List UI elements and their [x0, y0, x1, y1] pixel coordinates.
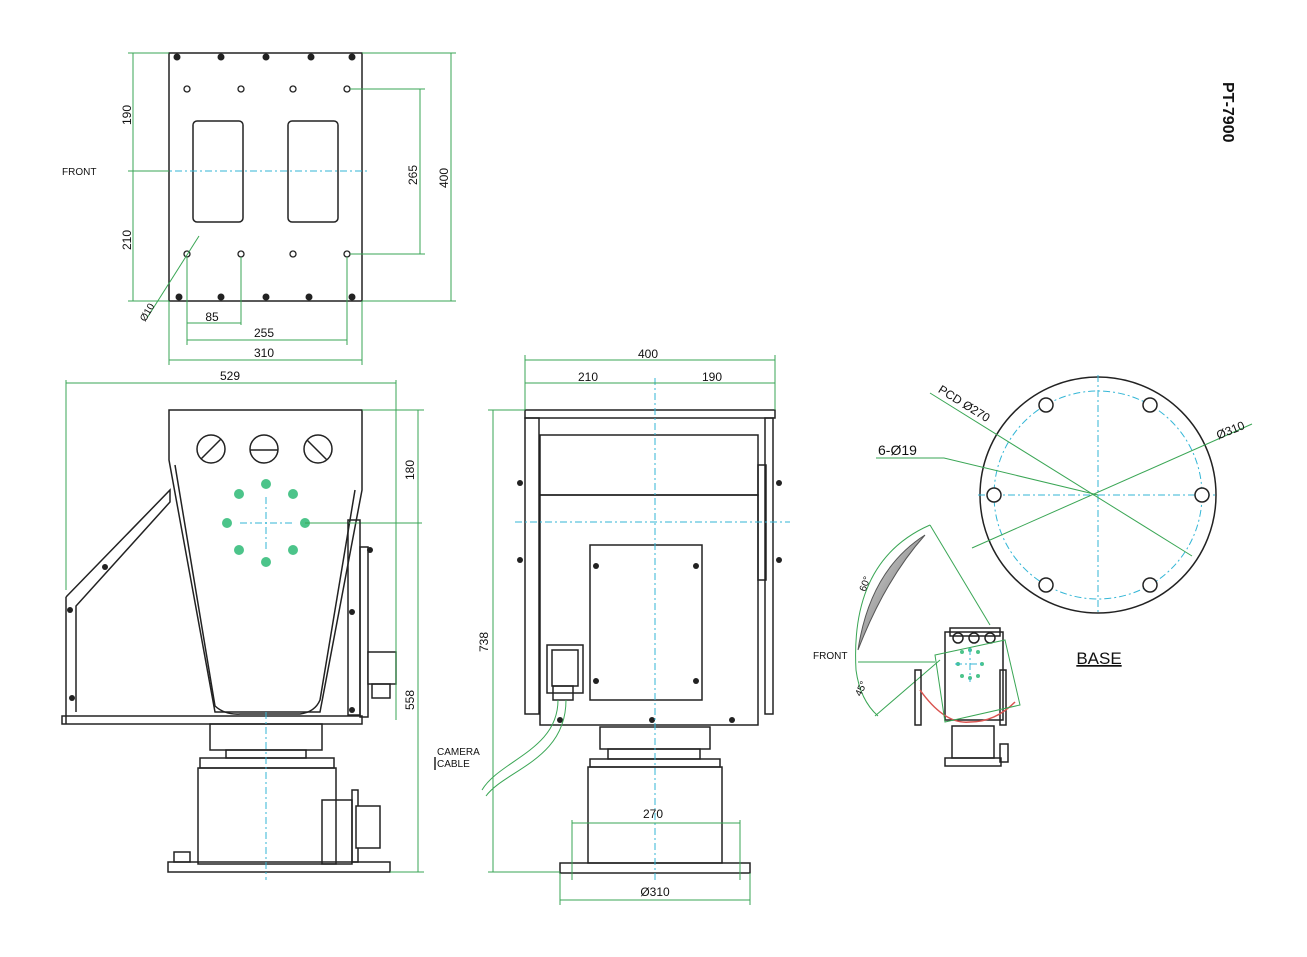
front-view: 400 210 190 738 270 Ø310 CAMERA CABLE	[434, 347, 790, 905]
dim-top-hole-span-h: 255	[254, 326, 274, 340]
dim-front-base-dia: Ø310	[640, 885, 670, 899]
dim-front-overall-w: 400	[638, 347, 658, 361]
base-holes	[986, 397, 1210, 593]
top-screws	[173, 53, 356, 301]
side-view: 529 180 558	[61, 369, 424, 880]
dim-top-overall-w: 310	[254, 346, 274, 360]
tilt-down-label: 45°	[854, 680, 870, 698]
base-title: BASE	[1076, 649, 1121, 668]
dim-side-overall-h: 558	[403, 690, 417, 710]
dim-front-overall-h: 738	[477, 632, 491, 652]
camera-cable-label-1: CAMERA	[437, 747, 480, 758]
front-panel	[589, 544, 703, 701]
dim-top-hole-span-v: 265	[406, 165, 420, 185]
rotation-view: FRONT 60° 45°	[813, 524, 1021, 767]
base-holes-label: 6-Ø19	[878, 442, 917, 458]
side-dials	[196, 434, 333, 464]
dim-top-lower: 210	[120, 230, 134, 250]
camera-cable-label-2: CABLE	[437, 759, 470, 770]
model-label: PT-7900	[1219, 82, 1236, 143]
top-plate-outline	[168, 52, 363, 302]
side-green-markers	[222, 479, 310, 567]
base-outer-dia: Ø310	[1214, 418, 1247, 442]
dim-top-overall-h: 400	[437, 168, 451, 188]
side-base-housing	[197, 767, 337, 865]
dim-front-base-bolt: 270	[643, 807, 663, 821]
dim-front-right: 190	[702, 370, 722, 384]
dim-side-overall-w: 529	[220, 369, 240, 383]
top-window-right	[287, 120, 339, 223]
top-view: FRONT 190 210 265 400 85 255 310 Ø10	[62, 52, 456, 365]
base-pcd-label: PCD Ø270	[936, 382, 993, 425]
dim-front-left: 210	[578, 370, 598, 384]
base-view: PCD Ø270 Ø310 6-Ø19 BASE	[876, 375, 1253, 668]
front-top-plate	[524, 409, 776, 419]
tilt-up-label: 60°	[858, 575, 874, 593]
dim-top-upper: 190	[120, 105, 134, 125]
tilt-up-arc	[857, 534, 926, 651]
dim-top-hole-dia: Ø10	[138, 301, 157, 323]
top-front-label: FRONT	[62, 167, 96, 178]
dim-side-head-h: 180	[403, 460, 417, 480]
dim-top-hole-pitch: 85	[205, 310, 219, 324]
side-rail	[61, 715, 363, 725]
rotation-front-label: FRONT	[813, 651, 847, 662]
